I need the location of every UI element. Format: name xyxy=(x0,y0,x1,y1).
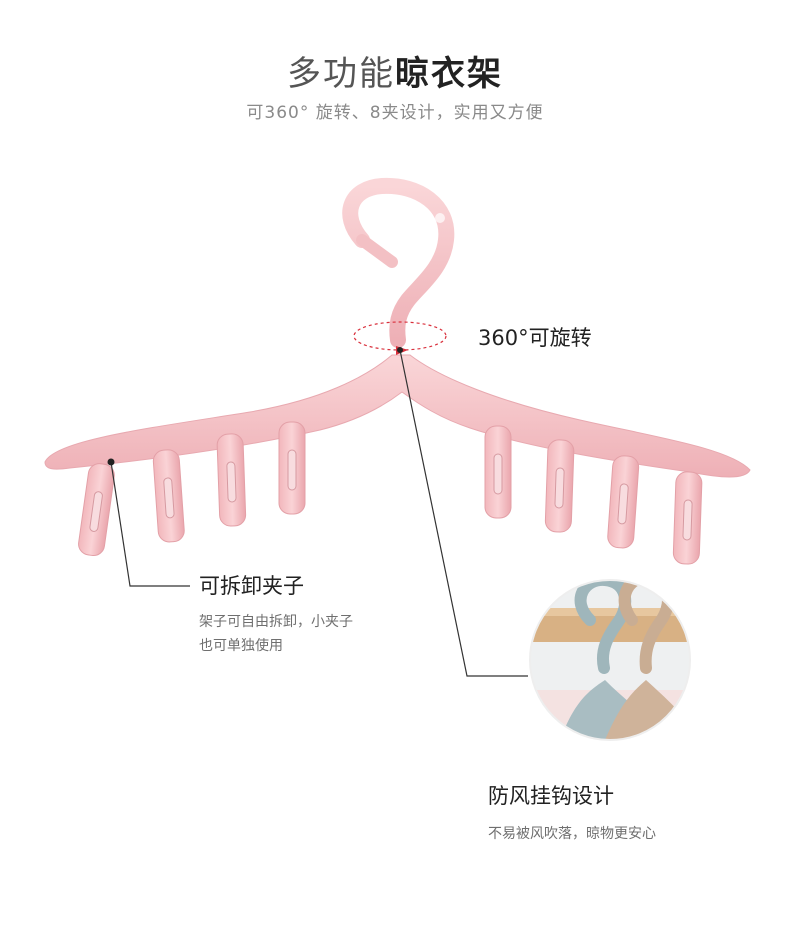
clips-label: 可拆卸夹子 xyxy=(199,574,304,598)
clip-group-right xyxy=(484,425,703,565)
clips-desc-line1: 架子可自由拆卸，小夹子 xyxy=(199,614,353,630)
clip-group-left xyxy=(78,421,306,557)
hook-label: 防风挂钩设计 xyxy=(488,784,614,808)
hanger-hook xyxy=(342,177,455,348)
hook-detail-photo xyxy=(529,579,691,741)
title-light: 多功能 xyxy=(287,54,395,94)
clips-desc-line2: 也可单独使用 xyxy=(199,638,283,654)
page-title: 多功能晾衣架 xyxy=(0,46,790,95)
hanger-body xyxy=(44,354,751,478)
page-subtitle: 可360° 旋转、8夹设计，实用又方便 xyxy=(246,103,544,123)
callout-lines xyxy=(110,349,528,677)
title-bold: 晾衣架 xyxy=(395,54,503,94)
hook-desc: 不易被风吹落，晾物更安心 xyxy=(488,826,656,842)
rotate-label: 360°可旋转 xyxy=(478,326,592,350)
